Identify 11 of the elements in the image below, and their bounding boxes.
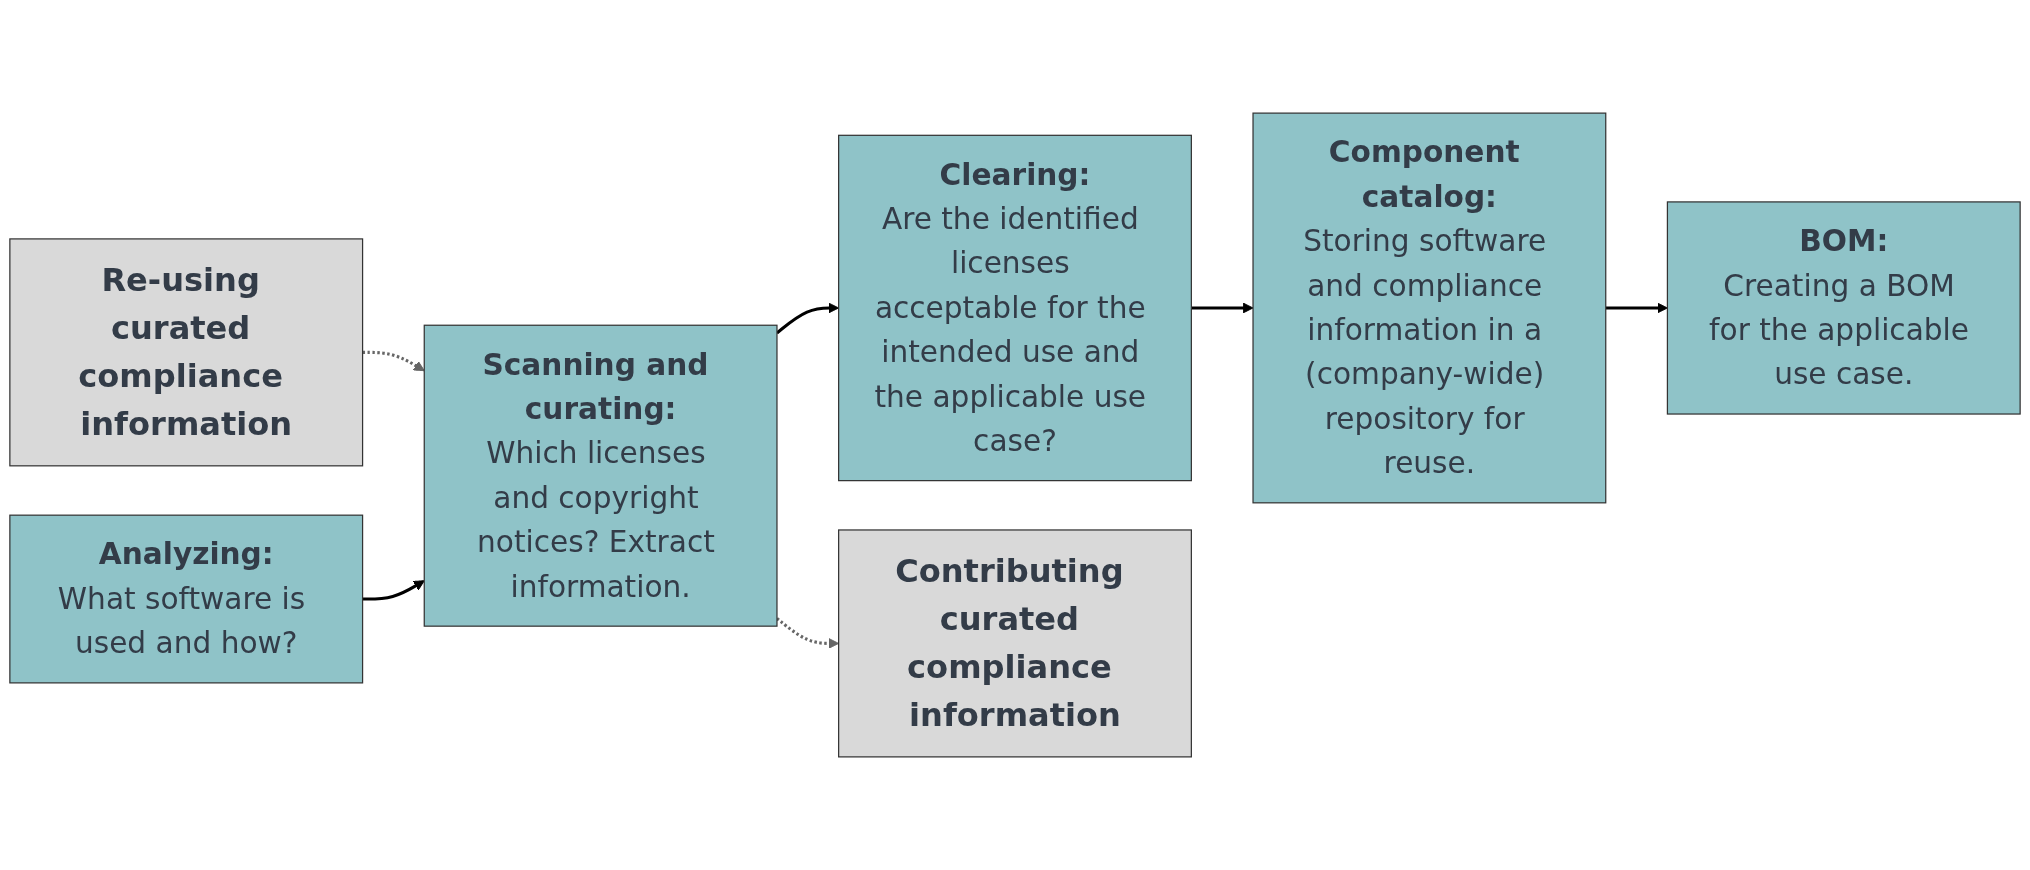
arrow	[362, 350, 425, 372]
arrow	[1605, 302, 1668, 314]
node-box: Scanning and curating: Which licenses and copyright notices? Extract information.	[423, 324, 778, 627]
node-box: Clearing: Are the identified licenses acceptable for the intended use and the applicable use case?	[838, 134, 1192, 482]
node-box: Component catalog: Storing software and compliance information in a (company-wide) repository for reuse.	[1252, 112, 1607, 504]
node-box: BOM: Creating a BOM for the applicable use case.	[1666, 201, 2021, 415]
node-box: Analyzing: What software is used and how?	[9, 514, 364, 684]
node-box: Re-using curated compliance information	[9, 238, 364, 467]
arrow	[362, 580, 425, 601]
node-box: Contributing curated compliance information	[838, 529, 1192, 758]
arrow	[1191, 302, 1254, 314]
